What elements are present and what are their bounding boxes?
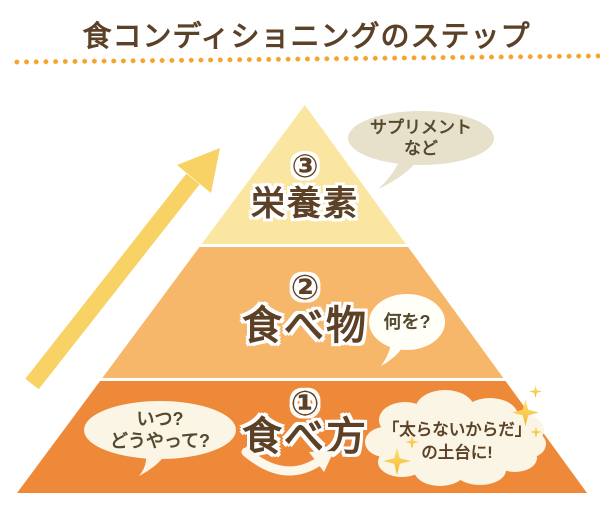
foundation-line1: 「太らないからだ」 bbox=[382, 421, 532, 439]
level-3-number: ③ bbox=[291, 148, 319, 184]
level-2-label: 食べ物 bbox=[242, 304, 368, 348]
supplement-line1: サプリメント bbox=[370, 117, 472, 137]
level-2-number: ② bbox=[290, 269, 320, 307]
what-text: 何を? bbox=[383, 311, 431, 332]
whenhow-line1: いつ? bbox=[136, 408, 184, 429]
page-title: 食コンディショニングのステップ bbox=[82, 21, 531, 53]
sparkle-icon bbox=[529, 385, 542, 398]
supplement-speech-bubble: サプリメント など bbox=[348, 111, 494, 165]
up-arrow-head-icon bbox=[177, 148, 220, 193]
supplement-line2: など bbox=[404, 139, 438, 158]
level-1-label: 食べ方 bbox=[242, 415, 368, 459]
whenhow-speech-bubble: いつ? どうやって? bbox=[84, 401, 236, 459]
whenhow-line2: どうやって? bbox=[109, 431, 211, 451]
what-speech-bubble: 何を? bbox=[369, 294, 445, 350]
level-3-label: 栄養素 bbox=[251, 185, 359, 223]
level-1-number: ① bbox=[290, 385, 320, 423]
